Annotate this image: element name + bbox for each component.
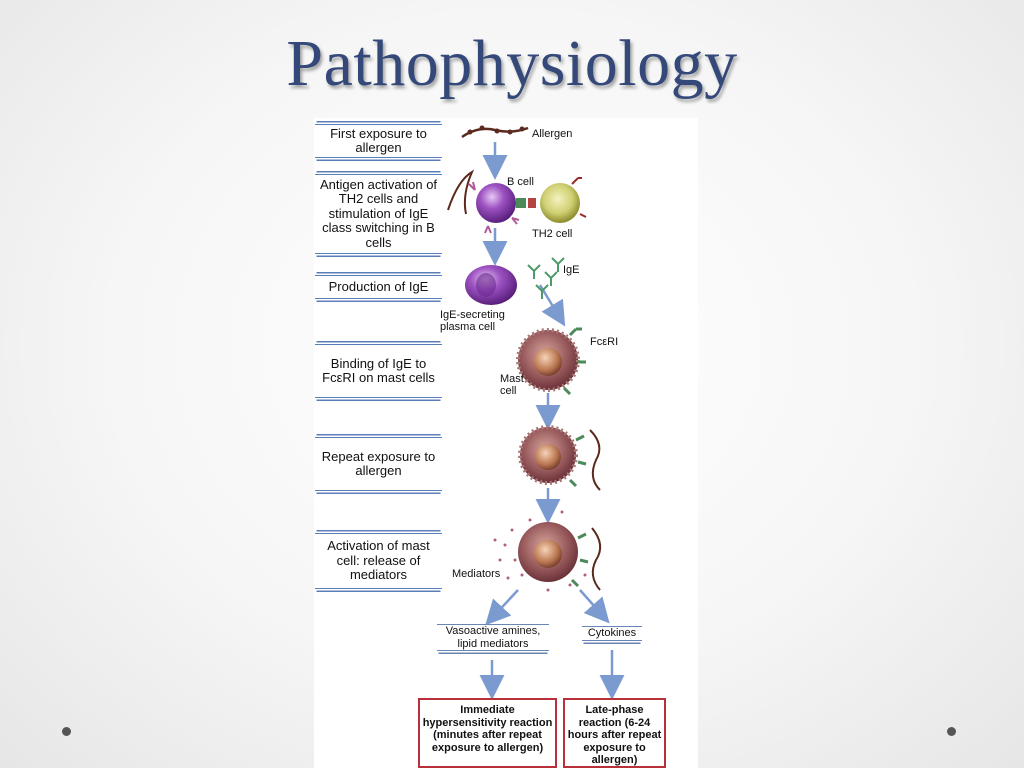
cytokines-output: Cytokines: [582, 626, 642, 641]
step-binding-ige: Binding of IgE to FcεRI on mast cells: [315, 344, 442, 398]
mast-cell-icon: [516, 327, 586, 396]
immediate-reaction-box: Immediate hypersensitivity reaction (min…: [418, 698, 557, 768]
plasma-cell-icon: [465, 265, 517, 305]
step-antigen-activation: Antigen activation of TH2 cells and stim…: [315, 174, 442, 254]
step-repeat-exposure: Repeat exposure to allergen: [315, 437, 442, 491]
th2-cell-label: TH2 cell: [532, 228, 573, 240]
mediators-label: Mediators: [452, 568, 501, 580]
step-first-exposure: First exposure to allergen: [315, 124, 442, 158]
step-activation-mast-cell: Activation of mast cell: release of medi…: [315, 533, 442, 589]
slide-dot-left: [62, 727, 71, 736]
late-phase-reaction-box: Late-phase reaction (6-24 hours after re…: [563, 698, 666, 768]
flow-arrows: [479, 142, 625, 700]
allergen-chain-icon: [461, 125, 529, 139]
step-production-ige: Production of IgE: [315, 275, 442, 299]
ige-label: IgE: [563, 264, 580, 276]
slide-title: Pathophysiology: [286, 27, 738, 100]
b-cell-label: B cell: [507, 176, 534, 188]
fceri-label: FcεRI: [590, 336, 619, 348]
step-antigen-activation-text: Antigen activation of TH2 cells and stim…: [319, 176, 438, 250]
allergen-label: Allergen: [532, 128, 573, 140]
mast-cell-activated-icon: [493, 510, 602, 592]
mast-cell-repeat-icon: [518, 425, 601, 491]
th2-cell-icon: [540, 177, 587, 223]
ige-antibody-icon: [527, 257, 565, 299]
vasoactive-output: Vasoactive amines, lipid mediators: [437, 624, 549, 651]
plasma-cell-label: IgE-secreting plasma cell: [440, 309, 505, 333]
mast-cell-label: Mast cell: [500, 373, 524, 397]
b-cell-icon: [447, 169, 536, 234]
figure-panel: [314, 118, 698, 768]
slide-dot-right: [947, 727, 956, 736]
